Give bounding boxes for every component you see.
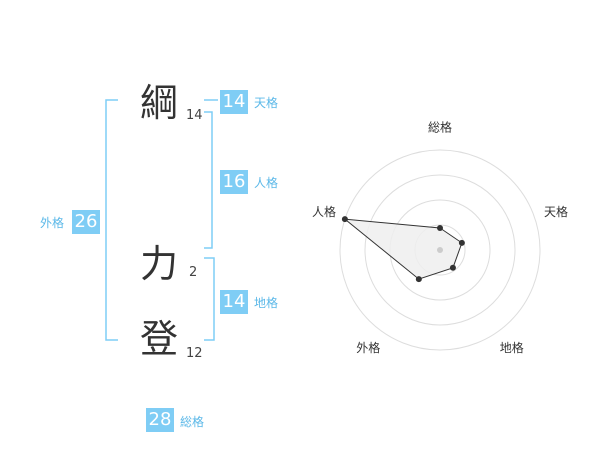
name-char-3: 登 xyxy=(140,317,179,361)
jinkaku-value: 16 xyxy=(220,170,248,194)
radar-axis-label-4: 人格 xyxy=(312,204,336,219)
radar-area xyxy=(343,218,463,280)
gaikaku-label: 外格 xyxy=(40,216,65,230)
tenkaku-label: 天格 xyxy=(254,96,279,110)
name-diagram-brackets xyxy=(105,99,218,341)
radar-ring-4 xyxy=(339,149,541,351)
radar-axis-label-0: 総格 xyxy=(428,120,452,135)
radar-point-0 xyxy=(437,225,443,231)
radar-point-3 xyxy=(415,276,422,283)
name-char-2-strokes: 2 xyxy=(189,265,198,280)
radar-axis-label-1: 天格 xyxy=(544,204,568,219)
radar-point-1 xyxy=(458,239,465,246)
jinkaku-label: 人格 xyxy=(254,176,279,190)
radar-point-4 xyxy=(341,216,348,223)
radar-point-2 xyxy=(449,264,456,271)
name-char-1-strokes: 14 xyxy=(186,108,203,123)
name-char-2: 力 xyxy=(140,242,179,286)
tenkaku-value: 14 xyxy=(220,90,248,114)
jinkaku-bracket xyxy=(204,111,213,249)
chikaku-label: 地格 xyxy=(254,296,279,310)
gaikaku-bracket xyxy=(105,99,118,341)
soukaku-value: 28 xyxy=(146,408,174,432)
chikaku-bracket xyxy=(204,257,215,341)
name-char-3-strokes: 12 xyxy=(186,346,203,361)
chikaku-value: 14 xyxy=(220,290,248,314)
radar-axis-label-3: 外格 xyxy=(356,340,380,355)
radar-axis-label-2: 地格 xyxy=(500,340,524,355)
name-char-1: 綱 xyxy=(140,81,179,125)
soukaku-label: 総格 xyxy=(180,415,205,429)
gaikaku-value: 26 xyxy=(72,210,100,234)
radar-ring-3 xyxy=(364,174,516,326)
radar-center xyxy=(437,247,443,253)
